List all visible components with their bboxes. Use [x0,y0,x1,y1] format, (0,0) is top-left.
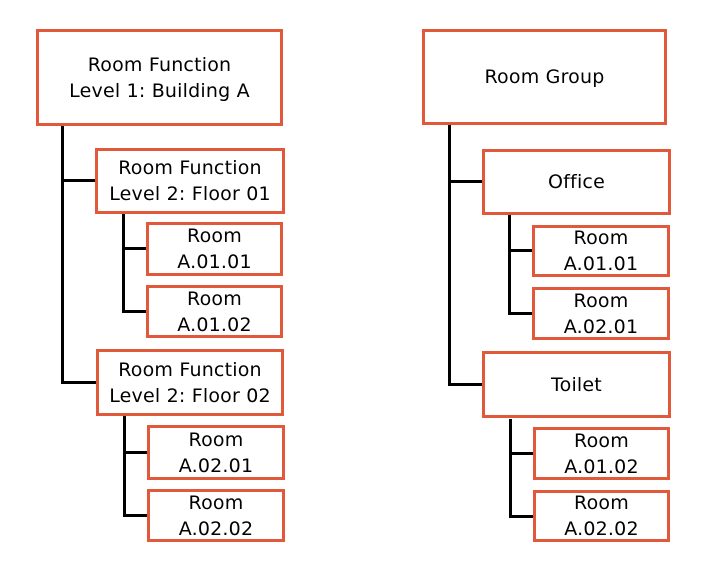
connector-toilet-to-a0202 [509,515,533,518]
node-label-line: Room [574,492,629,514]
node-label-line: Room Group [484,66,605,88]
connector-toilet-trunk [509,419,512,518]
node-label-line: A.02.02 [178,517,254,540]
tree-node-room-a0201-left: Room A.02.01 [147,425,285,480]
node-label-line: Room [188,491,244,514]
tree-node-room-a0202-left: Room A.02.02 [147,489,285,542]
connector-floor02-to-a0201 [123,451,147,454]
node-label-line: A.01.01 [563,253,639,275]
tree-node-room-function-building-a: Room Function Level 1: Building A [36,29,283,126]
node-label-line: Room [573,227,629,249]
tree-node-room-a0102-left: Room A.01.02 [146,285,283,338]
node-label-line: Office [548,171,605,193]
node-label-line: A.02.01 [178,454,254,477]
node-label-line: A.01.02 [177,313,252,336]
connector-floor02-to-a0202 [123,514,147,517]
tree-node-room-function-floor-02: Room Function Level 2: Floor 02 [96,349,284,416]
connector-room-group-to-toilet [448,383,482,386]
tree-node-room-a0202-right: Room A.02.02 [533,490,670,542]
node-label-line: A.01.01 [177,251,252,273]
connector-room-group-to-office [448,180,482,183]
connector-office-trunk [508,215,511,315]
tree-node-room-function-floor-01: Room Function Level 2: Floor 01 [95,148,285,214]
connector-toilet-to-a0102 [509,452,533,455]
tree-node-room-a0101-right: Room A.01.01 [532,225,670,277]
connector-building-a-trunk [61,126,64,384]
connector-floor01-to-a0102 [122,310,146,313]
tree-node-toilet: Toilet [482,351,671,418]
node-label-line: Level 1: Building A [69,79,250,102]
connector-floor01-to-a0101 [122,247,146,250]
connector-floor01-trunk [122,214,125,313]
connector-office-to-a0101 [508,249,532,252]
node-label-line: Room [187,287,242,310]
tree-node-room-a0101-left: Room A.01.01 [146,222,283,276]
connector-office-to-a0201 [508,312,532,315]
node-label-line: Room Function [118,157,262,179]
tree-node-room-a0201-right: Room A.02.01 [532,287,670,340]
tree-node-office: Office [482,149,671,215]
connector-building-a-to-floor02 [61,381,96,384]
node-label-line: A.02.01 [563,315,639,338]
node-label-line: Level 2: Floor 02 [109,384,271,407]
node-label-line: Room [574,429,629,452]
node-label-line: A.01.02 [564,455,639,478]
node-label-line: A.02.02 [564,518,639,540]
node-label-line: Toilet [551,373,602,396]
connector-room-group-trunk [448,125,451,386]
node-label-line: Room Function [87,53,232,76]
node-label-line: Room Function [118,358,262,381]
tree-node-room-group: Room Group [422,29,667,125]
node-label-line: Room [188,428,244,451]
node-label-line: Room [187,225,242,247]
connector-building-a-to-floor01 [61,179,95,182]
node-label-line: Level 2: Floor 01 [109,183,271,205]
connector-floor02-trunk [123,416,126,517]
tree-node-room-a0102-right: Room A.01.02 [533,427,670,480]
node-label-line: Room [573,289,629,312]
